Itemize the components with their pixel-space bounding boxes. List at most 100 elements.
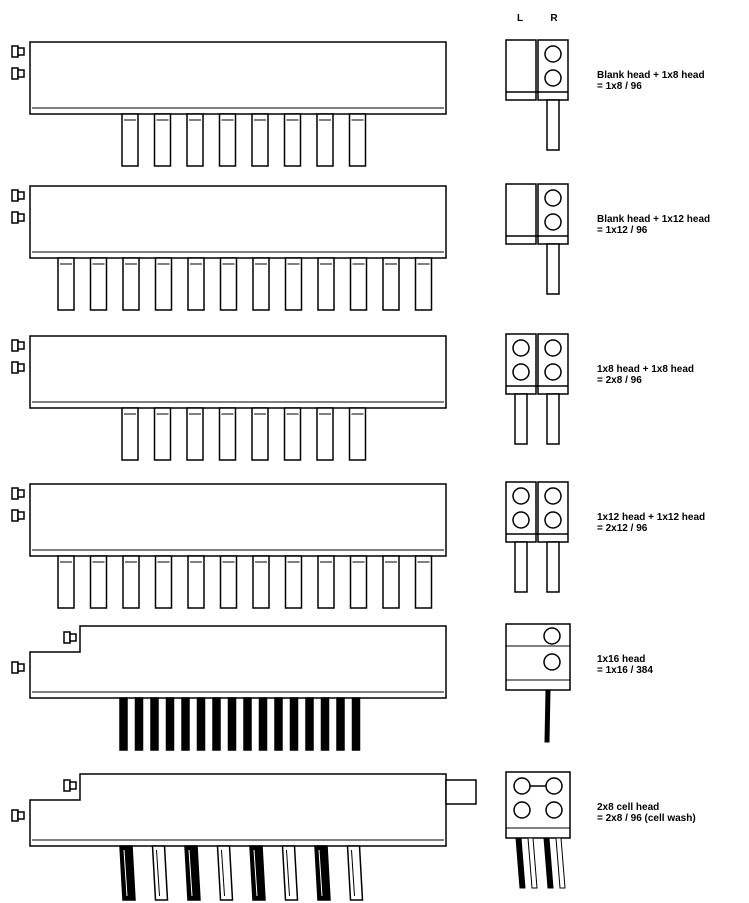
- fitting-nut: [11, 67, 19, 80]
- side-pin: [555, 837, 566, 889]
- fitting-stem: [17, 363, 25, 372]
- pin-line: [123, 849, 128, 897]
- manifold-body: [29, 483, 447, 557]
- side-pin: [514, 393, 528, 445]
- side-port-block: [445, 779, 477, 805]
- pipette-pin: [351, 697, 361, 751]
- pipette-pin: [186, 113, 204, 167]
- pipette-pin: [218, 113, 237, 167]
- pin-body: [122, 555, 140, 609]
- pipette-pin: [187, 257, 205, 311]
- pipette-pin: [121, 407, 139, 461]
- pipette-pin: [251, 407, 269, 461]
- fitting-nut: [63, 631, 71, 644]
- pin-line: [221, 849, 225, 897]
- pipette-pin: [89, 555, 108, 609]
- fitting-stem: [17, 511, 25, 520]
- pin-body: [153, 407, 172, 461]
- pipette-pin: [216, 845, 234, 901]
- pin-body: [150, 697, 159, 751]
- port-circle-icon: [512, 339, 530, 357]
- manifold-body: [29, 335, 447, 409]
- side-pin: [546, 541, 560, 593]
- side-views: [505, 39, 571, 889]
- pin-body: [382, 257, 400, 311]
- pipette-pin: [153, 113, 172, 167]
- pipette-pin: [289, 697, 299, 751]
- config-label-line1: Blank head + 1x12 head: [597, 214, 710, 225]
- port-circle-icon: [544, 69, 562, 87]
- pin-body: [351, 697, 361, 751]
- side-pin: [527, 837, 538, 889]
- pin-body: [218, 407, 237, 461]
- connector-fitting-icon: [11, 211, 25, 224]
- pipette-pin: [316, 407, 334, 461]
- pipette-pin: [219, 555, 238, 609]
- fitting-nut: [11, 487, 19, 500]
- fitting-stem: [17, 489, 25, 498]
- side-pin: [515, 837, 526, 889]
- pipette-pin: [154, 257, 173, 311]
- pin-body: [119, 845, 136, 901]
- pipette-pin: [283, 113, 302, 167]
- port-circle-icon: [544, 45, 562, 63]
- pipette-pin: [122, 555, 140, 609]
- pin-line: [286, 849, 290, 897]
- manifold-head-side-view: [505, 771, 571, 889]
- config-label-line1: 1x12 head + 1x12 head: [597, 512, 705, 523]
- pipette-pin: [119, 845, 136, 901]
- config-label-line1: Blank head + 1x8 head: [597, 70, 705, 81]
- pin-body: [249, 845, 266, 901]
- connector-fitting-icon: [11, 67, 25, 80]
- pin-body: [122, 257, 140, 311]
- fitting-nut: [11, 661, 19, 674]
- pin-body: [348, 407, 367, 461]
- config-label-line1: 2x8 cell head: [597, 802, 659, 813]
- port-circle-icon: [512, 511, 530, 529]
- pipette-pin: [89, 257, 108, 311]
- pipette-pin: [281, 845, 299, 901]
- pin-body: [336, 697, 345, 751]
- pin-body: [134, 697, 144, 751]
- pin-body: [243, 697, 252, 751]
- pipette-pin: [346, 845, 364, 901]
- pin-body: [165, 697, 175, 751]
- pin-body: [252, 257, 270, 311]
- pipette-pin: [218, 407, 237, 461]
- pipette-pin: [258, 697, 268, 751]
- pin-body: [274, 697, 283, 751]
- pin-body: [121, 113, 139, 167]
- pipette-pin: [336, 697, 345, 751]
- pipette-pin: [57, 257, 75, 311]
- port-circle-icon: [545, 777, 563, 795]
- port-circle-icon: [512, 487, 530, 505]
- config-label-line2: = 1x12 / 96: [597, 225, 648, 236]
- pin-body: [349, 257, 368, 311]
- pipette-pin: [196, 697, 206, 751]
- connector-fitting-icon: [11, 509, 25, 522]
- pipette-pin: [119, 697, 128, 751]
- pin-body: [289, 697, 299, 751]
- pin-body: [218, 113, 237, 167]
- manifold-body: [29, 625, 447, 699]
- port-circle-icon: [543, 653, 561, 671]
- side-pin: [546, 393, 560, 445]
- pin-body: [317, 257, 335, 311]
- pipette-pin: [212, 697, 221, 751]
- pin-body: [316, 113, 334, 167]
- pipette-pin: [151, 845, 169, 901]
- pin-body: [196, 697, 206, 751]
- manifold-head-side-view: [505, 623, 571, 743]
- port-circle-icon: [544, 189, 562, 207]
- pin-body: [154, 257, 173, 311]
- side-header-right: R: [550, 13, 558, 24]
- pipette-pin: [249, 845, 266, 901]
- fitting-nut: [11, 189, 19, 202]
- pipette-pin: [414, 257, 433, 311]
- pin-body: [89, 257, 108, 311]
- pipette-pin: [121, 113, 139, 167]
- connector-fitting-icon: [11, 45, 25, 58]
- port-circle-icon: [544, 213, 562, 231]
- pipette-pin: [252, 555, 270, 609]
- pipette-pin: [348, 113, 367, 167]
